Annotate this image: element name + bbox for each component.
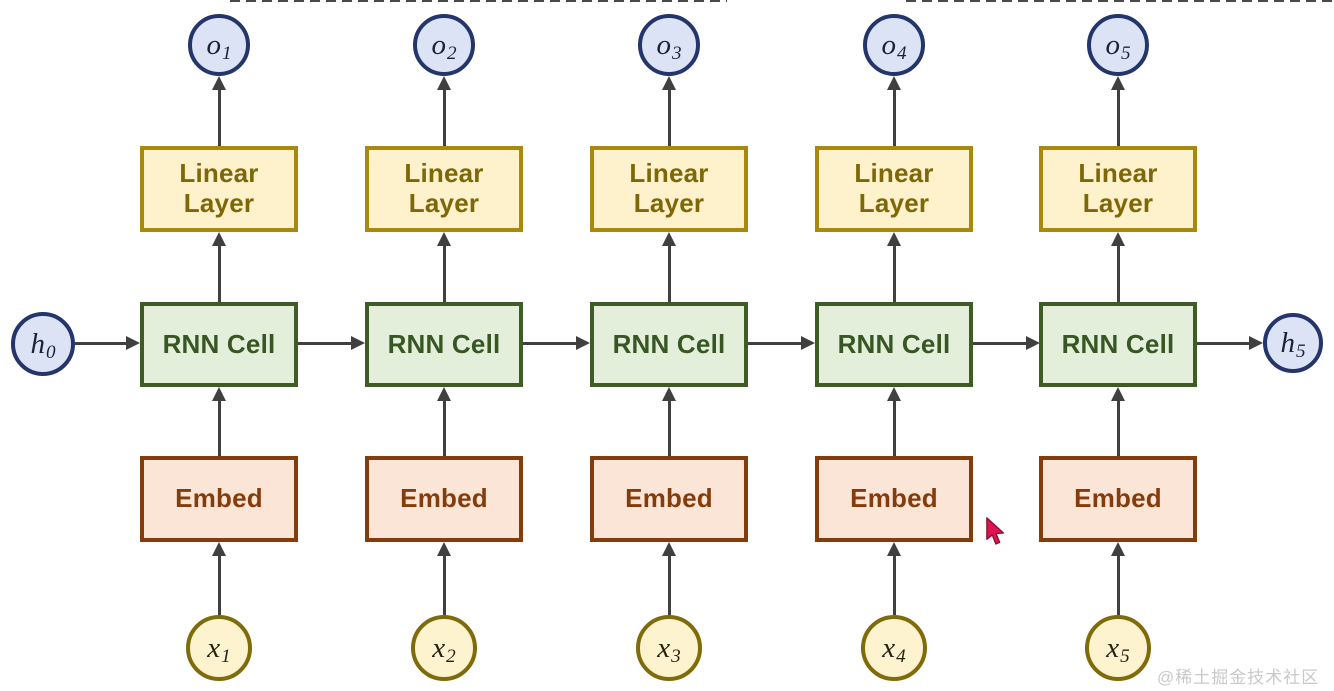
embed-box-5: Embed <box>1039 456 1197 542</box>
input-node-label: x <box>207 631 221 664</box>
hidden-state-label: h <box>1280 326 1295 359</box>
linear-layer-box-3: Linear Layer <box>590 146 748 232</box>
arrow-line <box>217 86 221 146</box>
output-node-o5: o5 <box>1087 14 1149 76</box>
arrow-up-icon <box>211 542 226 556</box>
arrow-line <box>442 86 446 146</box>
arrow-line <box>892 552 896 615</box>
arrow-up-icon <box>436 232 451 246</box>
arrow-line <box>217 242 221 302</box>
input-node-label: x <box>882 631 896 664</box>
rnn-cell-box-3: RNN Cell <box>590 302 748 387</box>
hidden-state-node-h5: h5 <box>1263 313 1323 373</box>
arrow-up-icon <box>211 387 226 401</box>
arrow-line <box>1116 397 1120 456</box>
embed-box-4: Embed <box>815 456 973 542</box>
watermark: @稀土掘金技术社区 <box>1157 668 1320 687</box>
input-node-label: x <box>657 631 671 664</box>
arrow-up-icon <box>1110 76 1125 90</box>
input-node-x5: x5 <box>1085 615 1151 681</box>
output-node-label: o <box>656 28 671 61</box>
input-node-x4: x4 <box>861 615 927 681</box>
arrow-line <box>748 342 803 345</box>
arrow-up-icon <box>1110 542 1125 556</box>
arrow-line <box>892 86 896 146</box>
arrow-up-icon <box>436 76 451 90</box>
arrow-up-icon <box>1110 232 1125 246</box>
rnn-cell-box-5: RNN Cell <box>1039 302 1197 387</box>
hidden-state-node-h0: h0 <box>11 312 75 376</box>
rnn-cell-box-1: RNN Cell <box>140 302 298 387</box>
output-node-label: o <box>881 28 896 61</box>
arrow-up-icon <box>661 387 676 401</box>
arrow-line <box>892 397 896 456</box>
arrow-line <box>973 342 1028 345</box>
output-node-label: o <box>1105 28 1120 61</box>
top-cropped-text-artifact-left <box>230 0 727 2</box>
output-node-label: o <box>431 28 446 61</box>
arrow-up-icon <box>661 232 676 246</box>
arrow-right-icon <box>1249 336 1263 350</box>
arrow-up-icon <box>886 387 901 401</box>
linear-layer-box-1: Linear Layer <box>140 146 298 232</box>
arrow-up-icon <box>211 232 226 246</box>
embed-box-1: Embed <box>140 456 298 542</box>
input-node-x1: x1 <box>186 615 252 681</box>
arrow-line <box>298 342 353 345</box>
arrow-line <box>1116 242 1120 302</box>
output-node-o2: o2 <box>413 14 475 76</box>
arrow-up-icon <box>886 76 901 90</box>
arrow-line <box>442 552 446 615</box>
arrow-right-icon <box>351 336 365 350</box>
embed-box-2: Embed <box>365 456 523 542</box>
output-node-o3: o3 <box>638 14 700 76</box>
arrow-up-icon <box>661 76 676 90</box>
input-node-label: x <box>432 631 446 664</box>
output-node-o4: o4 <box>863 14 925 76</box>
arrow-line <box>1116 552 1120 615</box>
arrow-right-icon <box>801 336 815 350</box>
arrow-right-icon <box>126 336 140 350</box>
input-node-label: x <box>1106 631 1120 664</box>
arrow-up-icon <box>661 542 676 556</box>
arrow-line <box>667 397 671 456</box>
linear-layer-box-5: Linear Layer <box>1039 146 1197 232</box>
arrow-line <box>667 86 671 146</box>
rnn-cell-box-2: RNN Cell <box>365 302 523 387</box>
arrow-line <box>217 397 221 456</box>
arrow-up-icon <box>1110 387 1125 401</box>
arrow-line <box>442 397 446 456</box>
output-node-label: o <box>206 28 221 61</box>
output-node-o1: o1 <box>188 14 250 76</box>
linear-layer-box-2: Linear Layer <box>365 146 523 232</box>
arrow-line <box>667 242 671 302</box>
arrow-line <box>217 552 221 615</box>
arrow-line <box>1197 342 1251 345</box>
arrow-up-icon <box>886 232 901 246</box>
arrow-right-icon <box>1026 336 1040 350</box>
rnn-cell-box-4: RNN Cell <box>815 302 973 387</box>
linear-layer-box-4: Linear Layer <box>815 146 973 232</box>
arrow-line <box>667 552 671 615</box>
arrow-line <box>75 342 128 345</box>
arrow-up-icon <box>436 387 451 401</box>
arrow-right-icon <box>576 336 590 350</box>
input-node-x2: x2 <box>411 615 477 681</box>
arrow-up-icon <box>211 76 226 90</box>
arrow-up-icon <box>886 542 901 556</box>
top-cropped-text-artifact-right <box>906 0 1334 2</box>
hidden-state-label: h <box>30 327 45 360</box>
arrow-up-icon <box>436 542 451 556</box>
mouse-cursor-icon <box>986 517 1005 545</box>
input-node-x3: x3 <box>636 615 702 681</box>
arrow-line <box>1116 86 1120 146</box>
embed-box-3: Embed <box>590 456 748 542</box>
arrow-line <box>523 342 578 345</box>
arrow-line <box>442 242 446 302</box>
arrow-line <box>892 242 896 302</box>
